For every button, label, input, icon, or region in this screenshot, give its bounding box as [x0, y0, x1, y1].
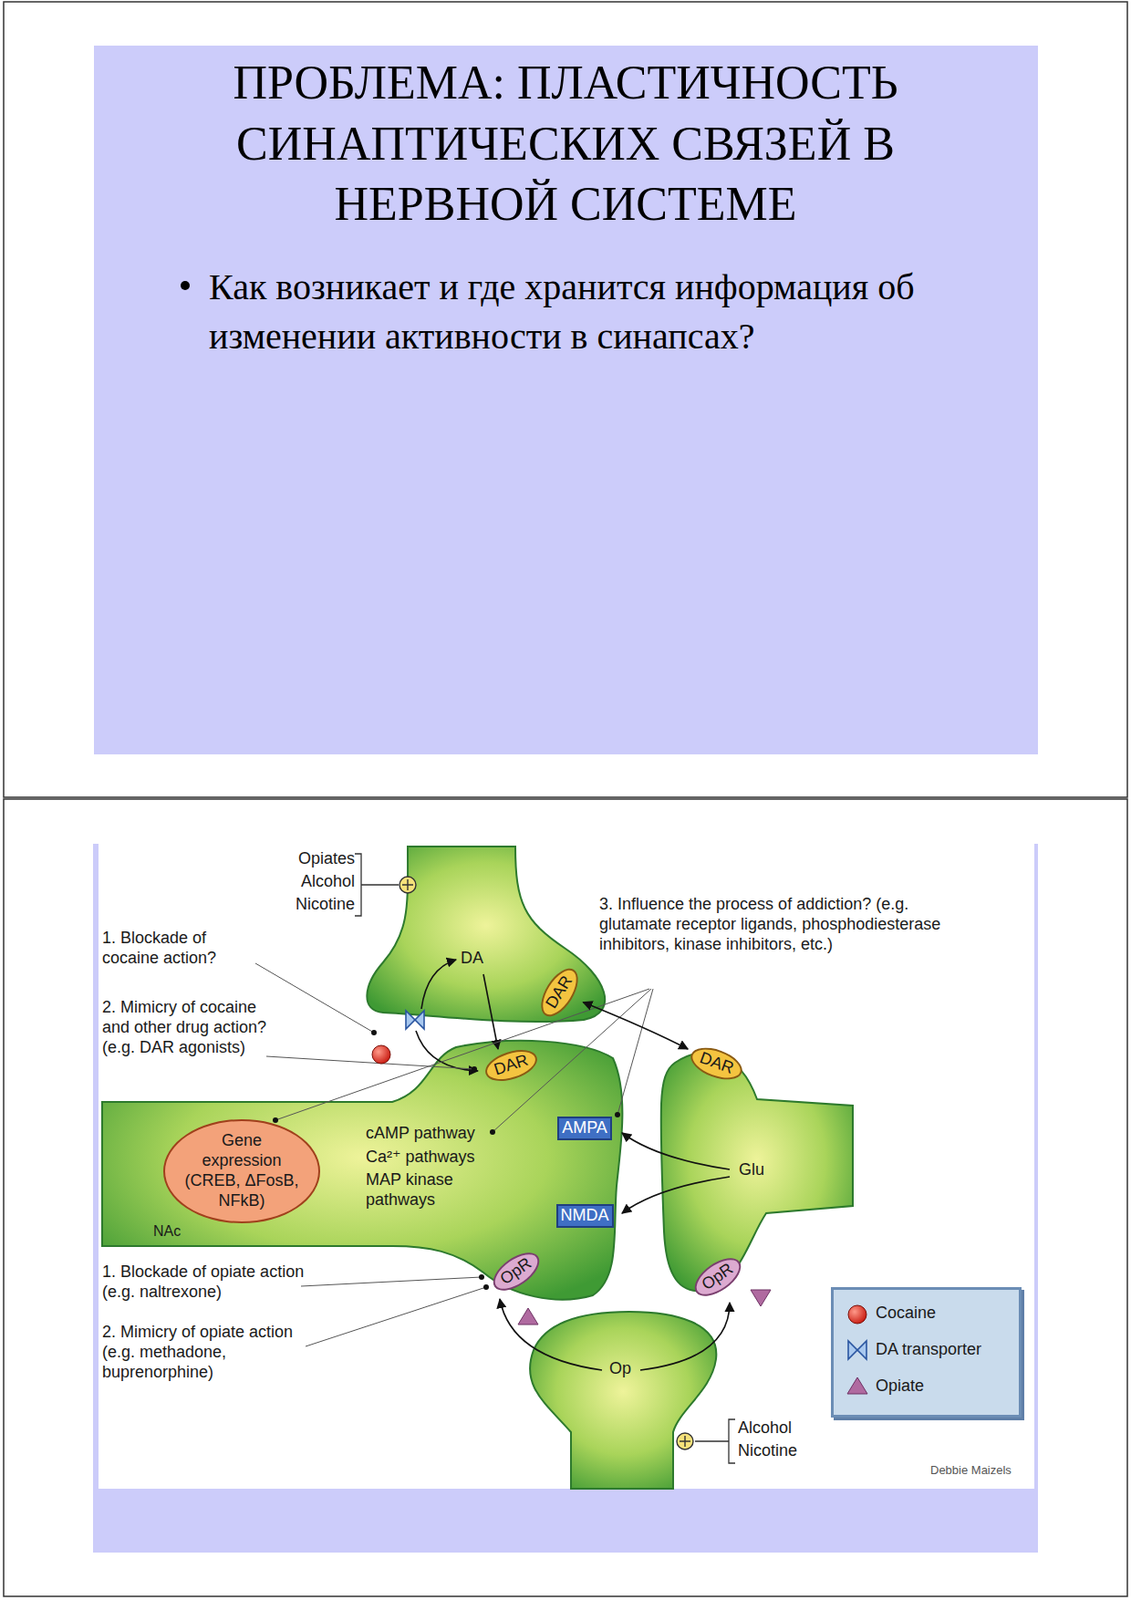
da-arrow — [483, 974, 499, 1049]
legend-text: Opiate — [875, 1376, 924, 1397]
postsynaptic-neuron — [661, 1052, 853, 1291]
nac-neuron — [102, 1040, 623, 1300]
cocaine-sample — [848, 1305, 867, 1324]
figure-label: 2. Mimicry of opiate action (e.g. methad… — [102, 1322, 322, 1383]
bullet-text: Как возникает и где хранится информация … — [208, 262, 966, 362]
node-text: AMPA — [561, 1118, 608, 1139]
figure-label: Nicotine — [737, 1441, 798, 1462]
figure-label: DA — [460, 948, 484, 969]
figure-label: Glu — [738, 1160, 765, 1181]
receptor-box: AMPA — [557, 1116, 613, 1141]
presynaptic-terminal — [366, 846, 605, 1022]
figure-label: MAP kinase pathways — [365, 1170, 474, 1211]
transporter-sample — [848, 1340, 867, 1360]
figure-label: 2. Mimicry of cocaine and other drug act… — [102, 997, 276, 1059]
figure-label: Op — [609, 1359, 632, 1380]
figure-label: Alcohol — [263, 871, 355, 893]
figure-label: 1. Blockade of cocaine action? — [102, 928, 249, 969]
figure-label: 1. Blockade of opiate action (e.g. naltr… — [102, 1262, 308, 1303]
figure-label: Ca²⁺ pathways — [365, 1147, 476, 1168]
opioid-terminal — [529, 1311, 716, 1489]
figure-ground — [98, 843, 1035, 1489]
bullet — [180, 280, 190, 291]
figure-label: Nicotine — [263, 894, 355, 915]
da-arrow — [415, 1030, 478, 1071]
leader-dots — [272, 1029, 621, 1290]
glu-arrow — [622, 1132, 730, 1170]
figure-label: 3. Influence the process of addiction? (… — [599, 894, 946, 955]
da-transporter — [405, 1010, 425, 1029]
figure-label: NAc — [153, 1222, 181, 1241]
op-arrow — [499, 1298, 602, 1370]
legend-text: DA transporter — [875, 1339, 982, 1360]
slide-background — [93, 45, 1038, 755]
slide-background — [93, 843, 1038, 1553]
node-text: NMDA — [560, 1205, 610, 1226]
gene-expression-oval: Gene expression (CREB, ΔFosB, NFkB) — [163, 1119, 321, 1224]
receptor-box: NMDA — [556, 1203, 614, 1228]
connector — [582, 1002, 688, 1049]
node-text: Gene expression (CREB, ΔFosB, NFkB) — [181, 1131, 302, 1212]
op-arrow — [640, 1302, 730, 1370]
cocaine-molecule — [372, 1045, 391, 1064]
legend-text: Cocaine — [875, 1303, 936, 1324]
opiate-molecule — [750, 1289, 771, 1307]
figure-label: Alcohol — [737, 1418, 792, 1439]
slide-frame — [3, 1, 1128, 798]
figure-label: Opiates — [263, 849, 355, 870]
slide-title: ПРОБЛЕМА: ПЛАСТИЧНОСТЬ СИНАПТИЧЕСКИХ СВЯ… — [164, 52, 967, 236]
reuptake-arrow — [421, 959, 457, 1009]
opiate-sample — [847, 1377, 868, 1394]
figure-label: Debbie Maizels — [930, 1463, 1012, 1478]
glu-arrow — [622, 1176, 730, 1214]
slide-frame — [3, 798, 1128, 1597]
figure-label: cAMP pathway — [365, 1123, 476, 1144]
opiate-molecule — [518, 1307, 539, 1325]
